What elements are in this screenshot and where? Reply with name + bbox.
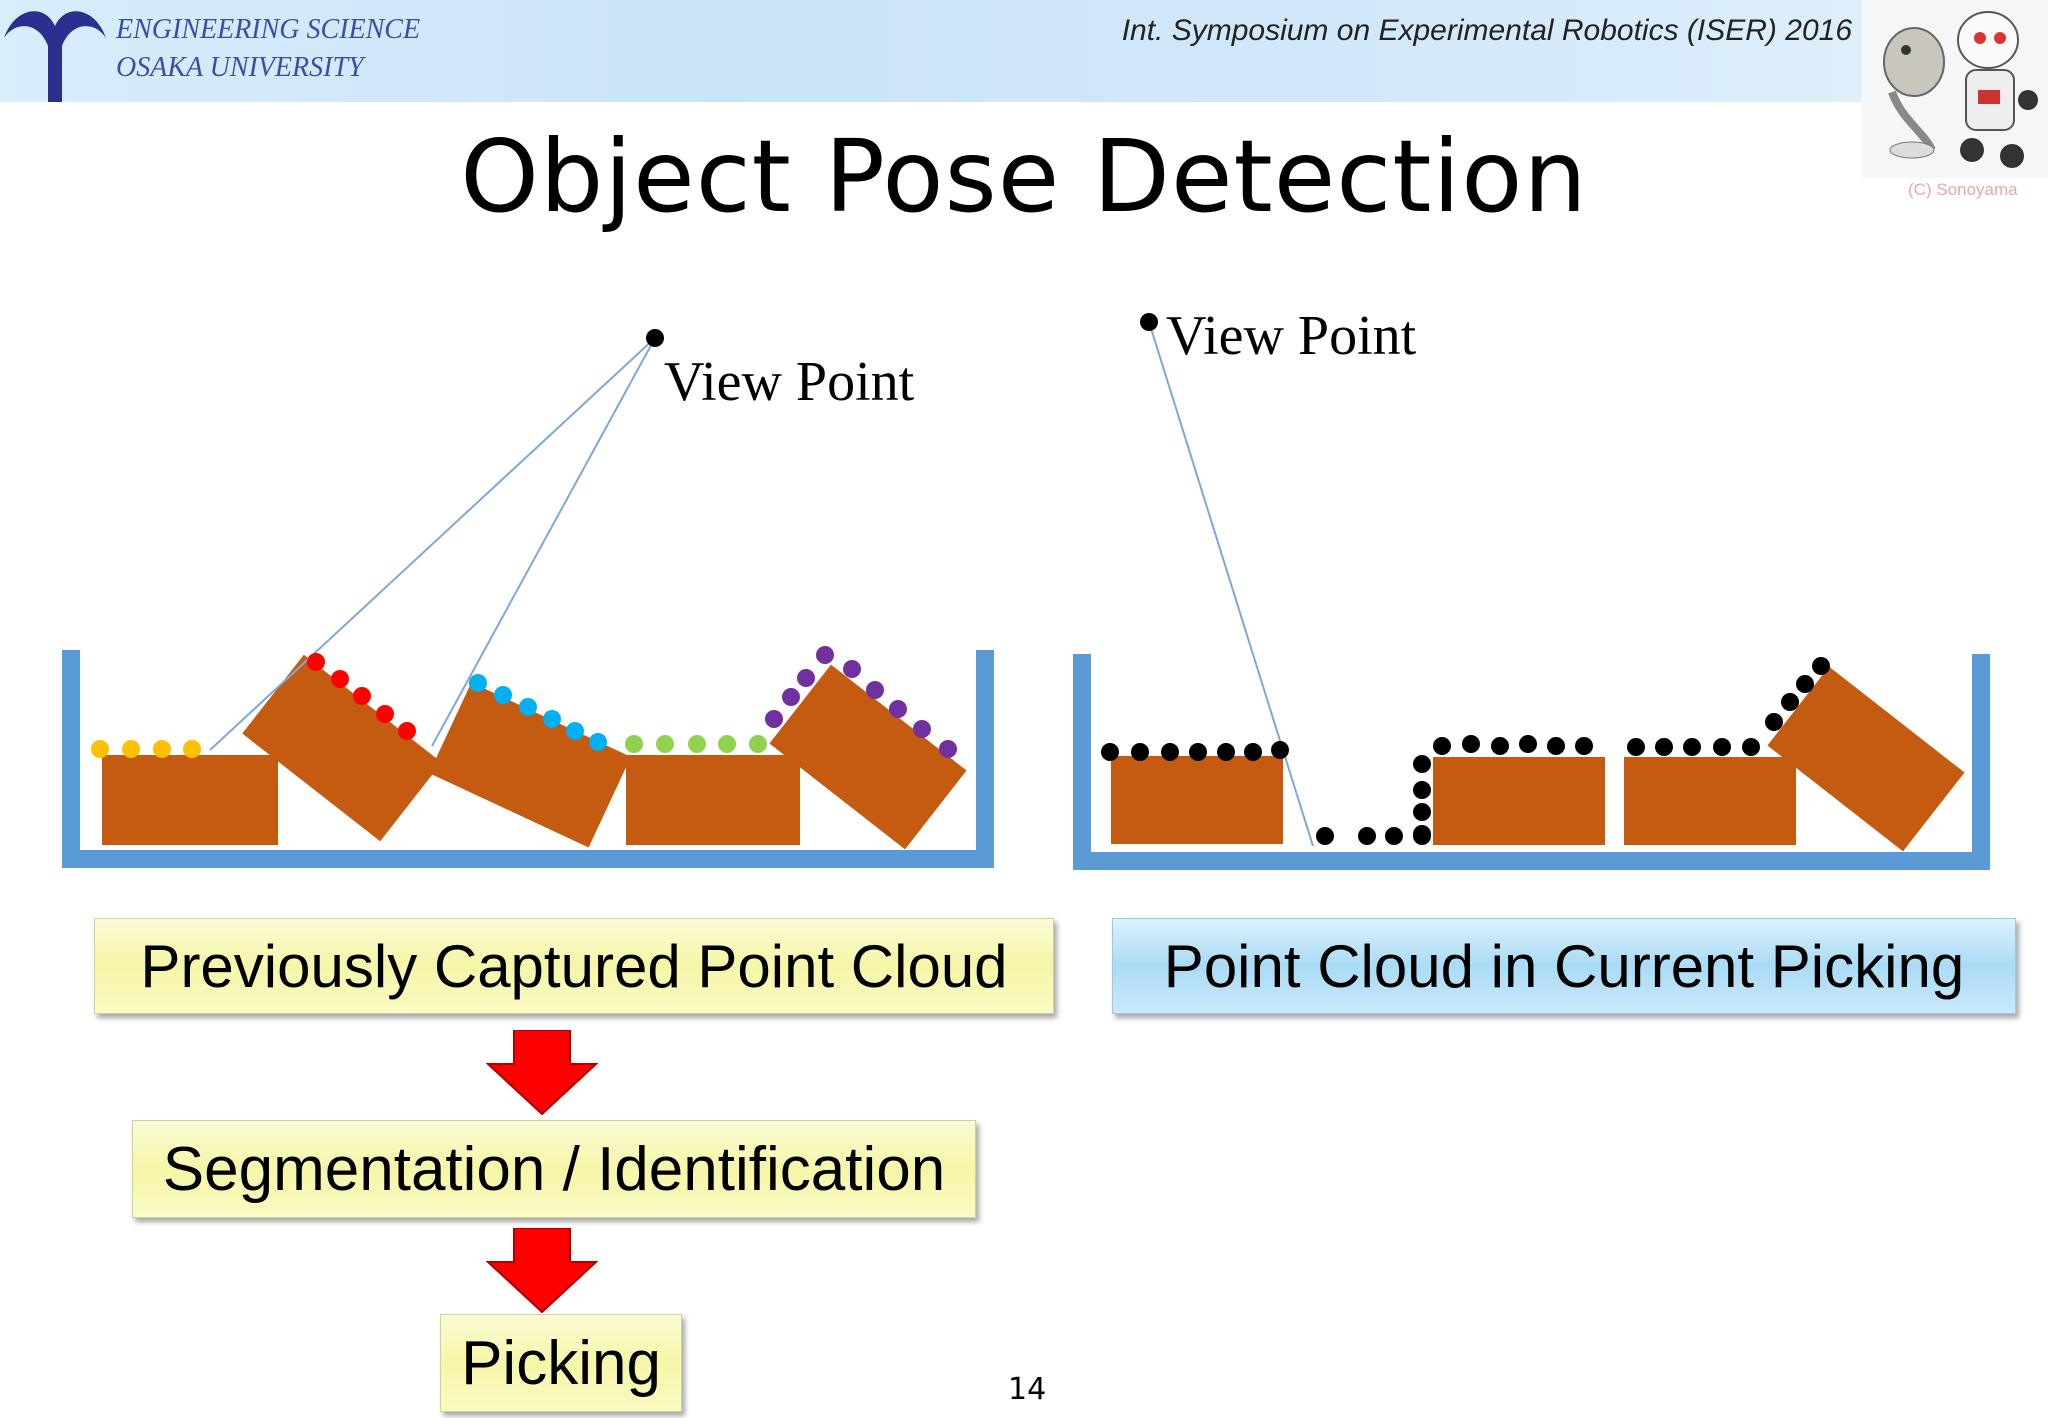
robot-mascot-illustration — [1862, 0, 2048, 178]
point-cloud-dot — [1413, 755, 1431, 773]
left-viewpoint-label: View Point — [664, 351, 915, 413]
point-cloud-dot — [543, 710, 561, 728]
point-cloud-dot — [749, 735, 767, 753]
picking-box: Picking — [440, 1314, 682, 1412]
point-cloud-dot — [494, 686, 512, 704]
view-ray — [431, 337, 656, 747]
viewpoint-dot — [646, 329, 664, 347]
object-box — [626, 755, 800, 845]
point-cloud-dot — [1765, 713, 1783, 731]
point-cloud-dot — [889, 700, 907, 718]
object-box — [1624, 757, 1796, 845]
object-box — [1111, 756, 1283, 844]
point-cloud-dot — [1683, 738, 1701, 756]
down-arrow-icon — [486, 1228, 598, 1314]
object-box — [1433, 757, 1605, 845]
point-cloud-dot — [1519, 735, 1537, 753]
point-cloud-dot — [519, 698, 537, 716]
point-cloud-dot — [939, 740, 957, 758]
point-cloud-dot — [1547, 737, 1565, 755]
point-cloud-dot — [1189, 743, 1207, 761]
point-cloud-dot — [1575, 737, 1593, 755]
point-cloud-dot — [1413, 825, 1431, 843]
segmentation-identification-box: Segmentation / Identification — [132, 1120, 976, 1218]
down-arrow-icon — [486, 1030, 598, 1116]
point-cloud-dot — [1385, 827, 1403, 845]
point-cloud-dot — [656, 735, 674, 753]
point-cloud-dot — [1781, 693, 1799, 711]
mascot-copyright: (C) Sonoyama — [1908, 180, 2018, 199]
object-box — [769, 664, 967, 850]
point-cloud-dot — [1655, 738, 1673, 756]
point-cloud-dot — [398, 722, 416, 740]
object-box — [429, 682, 631, 848]
point-cloud-dot — [376, 705, 394, 723]
current-point-cloud-box: Point Cloud in Current Picking — [1112, 918, 2016, 1014]
point-cloud-dot — [1742, 738, 1760, 756]
point-cloud-dot — [1413, 803, 1431, 821]
point-cloud-dot — [1413, 781, 1431, 799]
view-ray — [1148, 321, 1314, 847]
point-cloud-dot — [843, 660, 861, 678]
object-box — [1767, 666, 1965, 852]
point-cloud-dot — [797, 669, 815, 687]
university-name-line1: ENGINEERING SCIENCE — [116, 14, 421, 45]
previous-point-cloud-box: Previously Captured Point Cloud — [94, 918, 1054, 1014]
point-cloud-dot — [625, 735, 643, 753]
point-cloud-dot — [589, 733, 607, 751]
point-cloud-dot — [1131, 743, 1149, 761]
point-cloud-dot — [718, 735, 736, 753]
point-cloud-dot — [1316, 827, 1334, 845]
osaka-university-logo — [4, 11, 106, 102]
page-number: 14 — [1008, 1372, 1047, 1407]
viewpoint-dot — [1140, 313, 1158, 331]
point-cloud-dot — [1217, 743, 1235, 761]
point-cloud-dot — [1271, 741, 1289, 759]
object-box — [102, 755, 278, 845]
point-cloud-dot — [153, 740, 171, 758]
point-cloud-dot — [1244, 743, 1262, 761]
point-cloud-dot — [913, 720, 931, 738]
point-cloud-dot — [1462, 735, 1480, 753]
point-cloud-dot — [183, 740, 201, 758]
point-cloud-dot — [1161, 743, 1179, 761]
point-cloud-dot — [1713, 738, 1731, 756]
university-name-line2: OSAKA UNIVERSITY — [116, 52, 364, 83]
point-cloud-dot — [1101, 743, 1119, 761]
view-ray — [209, 337, 656, 751]
point-cloud-dot — [353, 687, 371, 705]
point-cloud-dot — [469, 674, 487, 692]
slide-title: Object Pose Detection — [460, 118, 1588, 235]
point-cloud-dot — [566, 722, 584, 740]
point-cloud-dot — [1491, 737, 1509, 755]
right-viewpoint-label: View Point — [1166, 305, 1417, 367]
point-cloud-dot — [1433, 737, 1451, 755]
object-box — [242, 654, 442, 842]
point-cloud-dot — [1358, 827, 1376, 845]
point-cloud-dot — [1796, 675, 1814, 693]
point-cloud-dot — [782, 688, 800, 706]
point-cloud-dot — [866, 681, 884, 699]
point-cloud-dot — [765, 710, 783, 728]
conference-name: Int. Symposium on Experimental Robotics … — [1121, 14, 1852, 47]
point-cloud-dot — [331, 670, 349, 688]
point-cloud-dot — [122, 740, 140, 758]
point-cloud-dot — [1627, 738, 1645, 756]
point-cloud-dot — [816, 646, 834, 664]
slide-header: ENGINEERING SCIENCE OSAKA UNIVERSITY Int… — [0, 0, 2048, 102]
point-cloud-dot — [91, 740, 109, 758]
point-cloud-dot — [307, 653, 325, 671]
point-cloud-dot — [1812, 657, 1830, 675]
point-cloud-dot — [688, 735, 706, 753]
